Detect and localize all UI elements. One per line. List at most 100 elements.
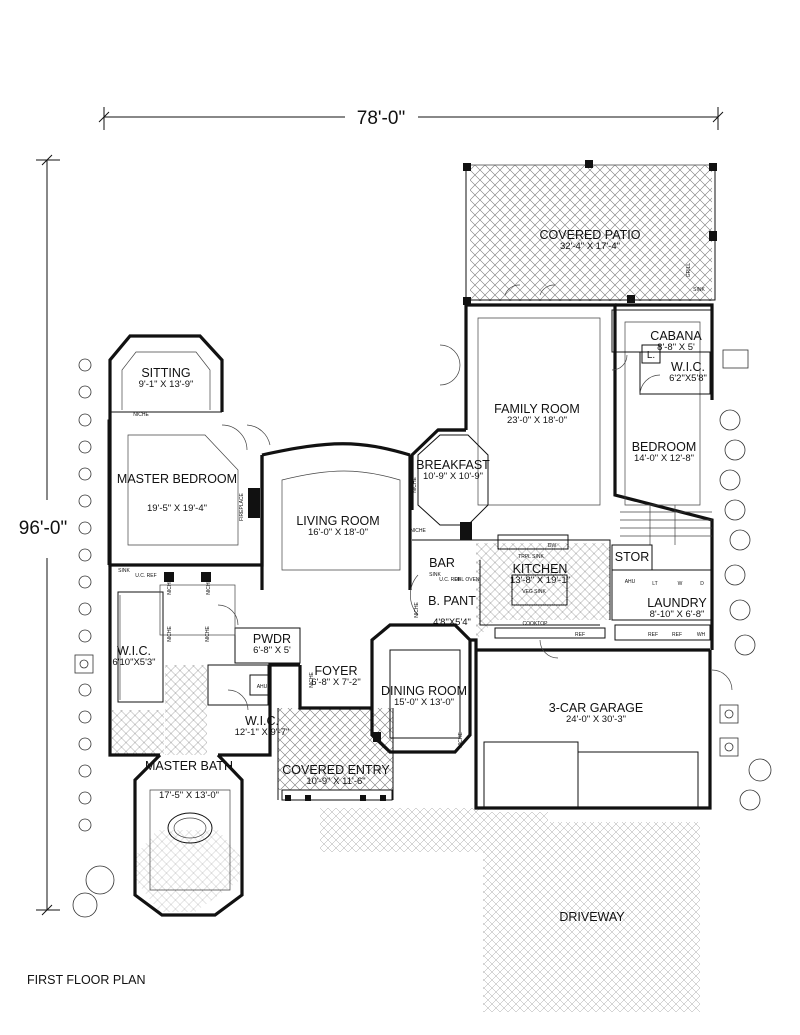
room-labels: COVERED PATIO 32'-4" X 17'-4" CABANA 8'-… [112, 228, 707, 924]
room-pwdr: PWDR 6'-8" X 5' [253, 632, 291, 656]
niche-label: NICHE [205, 626, 211, 642]
room-size: 19'-5" X 19'-4" [147, 503, 207, 514]
room-name: BEDROOM [632, 440, 697, 454]
room-name: FOYER [314, 664, 357, 678]
grill-label: GRILL [686, 263, 692, 278]
niche-label: NICHE [167, 626, 173, 642]
niche-label: NICHE [410, 528, 426, 534]
room-name: LIVING ROOM [296, 514, 379, 528]
room-name: DRIVEWAY [559, 910, 625, 924]
room-foyer: FOYER 6'-8" X 7'-2" [311, 664, 360, 688]
room-name: 3-CAR GARAGE [549, 701, 643, 715]
room-name: PWDR [253, 632, 291, 646]
room-size: 6'2"X5'8" [669, 373, 707, 384]
overall-width-text: 78'-0" [357, 108, 405, 129]
overall-width-dimension: 78'-0" [98, 107, 724, 130]
room-name: FAMILY ROOM [494, 402, 580, 416]
room-name: CABANA [650, 329, 702, 343]
room-bedroom: BEDROOM 14'-0" X 12'-8" [632, 440, 697, 464]
room-breakfast: BREAKFAST 10'-9" X 10'-9" [416, 458, 490, 482]
room-name: COVERED ENTRY [282, 763, 390, 777]
room-sitting: SITTING 9'-1" X 13'-9" [139, 366, 194, 390]
room-size: 14'-0" X 12'-8" [634, 453, 694, 464]
room-driveway: DRIVEWAY [559, 910, 625, 924]
room-size: 24'-0" X 30'-3" [566, 714, 626, 725]
room-size: 6'-8" X 5' [253, 645, 291, 656]
room-size: 10'-9" X 10'-9" [423, 471, 483, 482]
niche-label: NICHE [412, 477, 418, 493]
sink-label: SINK [118, 568, 130, 574]
niche-label: NICHE [309, 672, 315, 688]
room-name: SITTING [141, 366, 190, 380]
room-size: 8'-10" X 6'-8" [650, 609, 705, 620]
room-covered-patio: COVERED PATIO 32'-4" X 17'-4" [540, 228, 641, 252]
room-size: 16'-0" X 18'-0" [308, 527, 368, 538]
cooktop-label: COOKTOP [523, 621, 549, 627]
room-name: LAUNDRY [647, 596, 707, 610]
tub-deck-tile [135, 830, 240, 912]
dw-label: DW [548, 543, 557, 549]
l-label: L. [647, 350, 655, 361]
room-size: 10'-9" X 11'-6" [306, 776, 365, 787]
room-name: W.I.C. [117, 644, 151, 658]
room-name: STOR [615, 550, 650, 564]
room-size: 13'-8" X 19'-1" [510, 575, 570, 586]
room-size: 23'-0" X 18'-0" [507, 415, 567, 426]
ref-label: REF [648, 632, 658, 638]
overall-depth-text: 96'-0" [19, 518, 67, 539]
walls [107, 164, 716, 917]
wic-tile [112, 710, 164, 754]
uc-ref-label: U.C. REF [439, 577, 460, 583]
landscape-shrubs [72, 349, 772, 918]
room-wic-foyer: W.I.C. 12'-1" X 9'-7" [235, 714, 290, 738]
sink-label: SINK [693, 287, 705, 293]
driveway-pavers [320, 808, 700, 1012]
room-wic-cabana: W.I.C. 6'2"X5'8" [669, 360, 707, 384]
posts [164, 160, 717, 801]
room-name: B. PANT [428, 594, 476, 608]
bath-hall-tile [165, 665, 207, 755]
room-size: 12'-1" X 9'-7" [235, 727, 290, 738]
kitchen-tile [476, 543, 610, 640]
wh-label: WH [697, 632, 706, 638]
interior-details [117, 309, 713, 891]
d-label: D [700, 581, 704, 587]
room-size: 32'-4" X 17'-4" [560, 241, 620, 252]
room-cabana: CABANA 8'-8" X 5' [650, 329, 702, 353]
patio-hatch [470, 165, 712, 301]
room-name: DINING ROOM [381, 684, 467, 698]
room-size: 17'-5" X 13'-0" [159, 790, 219, 801]
niche-label: NICHE [167, 579, 173, 595]
room-wic-master: W.I.C. 6'10"X5'3" [112, 644, 155, 668]
dbl-oven-label: DBL OVEN [454, 577, 479, 583]
room-name: COVERED PATIO [540, 228, 641, 242]
room-name: KITCHEN [513, 562, 568, 576]
room-kitchen: KITCHEN 13'-8" X 19'-1" [510, 562, 570, 586]
room-three-car-garage: 3-CAR GARAGE 24'-0" X 30'-3" [549, 701, 643, 725]
door-swings [217, 284, 733, 711]
ref-label: REF [672, 632, 682, 638]
room-stor: STOR [615, 550, 650, 564]
room-size: 15'-0" X 13'-0" [394, 697, 454, 708]
niche-label: NICHE [206, 579, 212, 595]
room-size: 6'-8" X 7'-2" [311, 677, 360, 688]
room-dining-room: DINING ROOM 15'-0" X 13'-0" [381, 684, 467, 708]
fixture-labels: NICHE NICHE NICHE NICHE NICHE NICHE NICH… [118, 263, 705, 748]
w-label: W [678, 581, 683, 587]
room-name: BREAKFAST [416, 458, 490, 472]
room-name: W.I.C. [671, 360, 705, 374]
overall-depth-dimension: 96'-0" [19, 154, 67, 916]
niche-label: NICHE [458, 732, 464, 748]
room-name: BAR [429, 556, 455, 570]
plan-title: FIRST FLOOR PLAN [27, 973, 146, 987]
room-name: W.I.C. [245, 714, 279, 728]
trpl-sink-label: TRPL SINK [518, 554, 544, 560]
fireplace-label: FIREPLACE [239, 492, 245, 520]
lt-label: LT [652, 581, 657, 587]
room-size: 9'-1" X 13'-9" [139, 379, 194, 390]
room-size: 8'-8" X 5' [657, 342, 695, 353]
room-size: 4'8"X5'4" [433, 617, 471, 628]
room-living-room: LIVING ROOM 16'-0" X 18'-0" [296, 514, 379, 538]
room-covered-entry: COVERED ENTRY 10'-9" X 11'-6" [282, 763, 390, 787]
